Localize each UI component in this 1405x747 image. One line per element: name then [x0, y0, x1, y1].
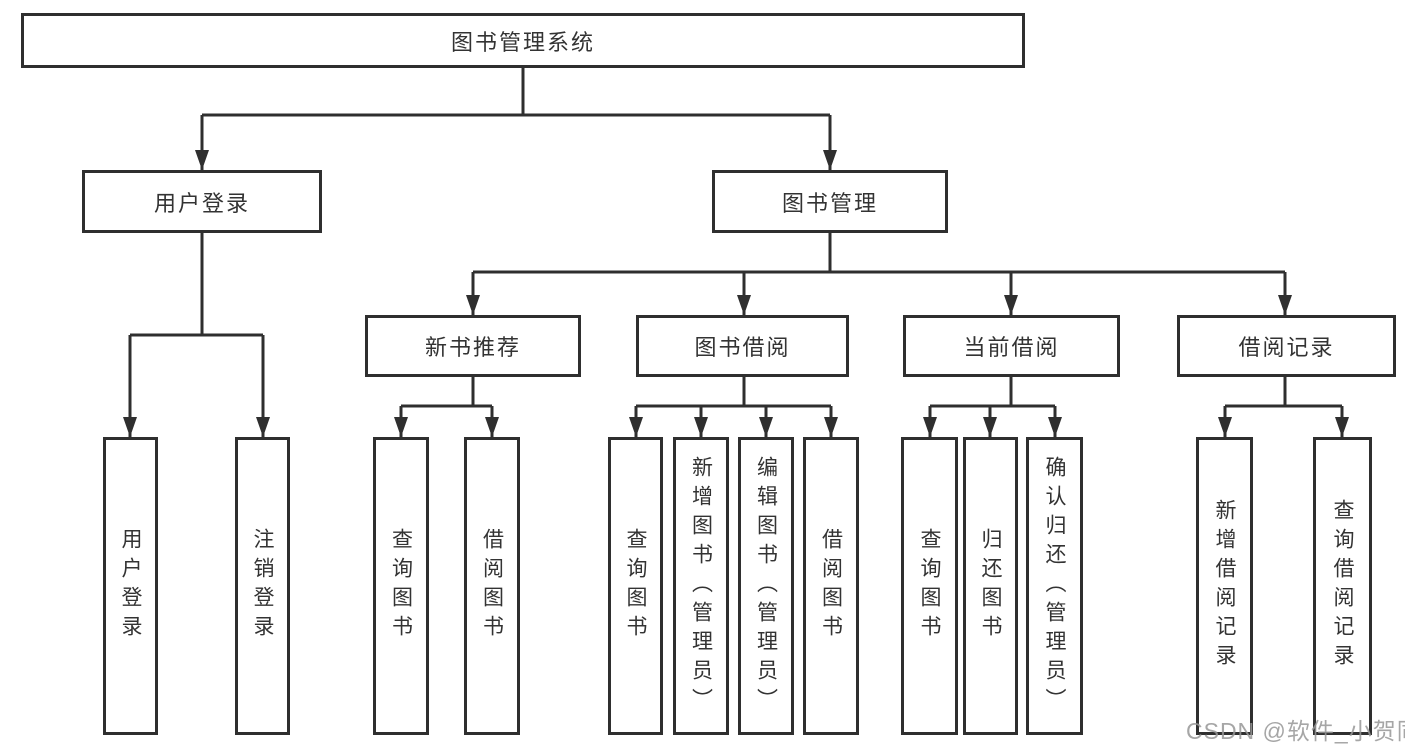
arrowhead-icon: [737, 295, 751, 315]
arrowhead-icon: [983, 417, 997, 437]
arrowhead-icon: [466, 295, 480, 315]
node-label: 查询图书: [624, 528, 647, 644]
arrowhead-icon: [123, 417, 137, 437]
node-current-borrowing: 当前借阅: [903, 315, 1120, 377]
connector-book-management-split: [471, 233, 1287, 315]
node-label: 新书推荐: [424, 335, 521, 360]
arrowhead-icon: [394, 417, 408, 437]
node-label: 借阅记录: [1238, 335, 1335, 360]
arrowhead-icon: [1048, 417, 1062, 437]
arrowhead-icon: [823, 150, 837, 170]
leaf-query-books-borrowing: 查询图书: [608, 437, 663, 735]
arrowhead-icon: [694, 417, 708, 437]
node-new-book-recommendation: 新书推荐: [365, 315, 581, 377]
node-label: 图书借阅: [694, 335, 791, 360]
node-label: 查询图书: [918, 528, 941, 644]
node-label: 图书管理: [781, 190, 878, 216]
node-label: 用户登录: [119, 528, 142, 644]
leaf-user-login: 用户登录: [103, 437, 158, 735]
node-label: 用户登录: [153, 190, 250, 216]
node-book-management: 图书管理: [712, 170, 948, 233]
arrowhead-icon: [629, 417, 643, 437]
leaf-return-books: 归还图书: [963, 437, 1018, 735]
node-label: 新增借阅记录: [1213, 499, 1236, 673]
node-label: 确认归还（管理员）: [1043, 455, 1066, 717]
node-root: 图书管理系统: [21, 13, 1025, 68]
leaf-add-books-admin: 新增图书（管理员）: [673, 437, 729, 735]
leaf-borrow-books-borrowing: 借阅图书: [803, 437, 859, 735]
arrowhead-icon: [1004, 295, 1018, 315]
node-user-login: 用户登录: [82, 170, 322, 233]
leaf-edit-books-admin: 编辑图书（管理员）: [738, 437, 794, 735]
node-label: 注销登录: [251, 528, 274, 644]
leaf-borrow-books-recommend: 借阅图书: [464, 437, 520, 735]
leaf-query-books-current: 查询图书: [901, 437, 958, 735]
arrowhead-icon: [485, 417, 499, 437]
arrowhead-icon: [824, 417, 838, 437]
connector-new-book-split: [399, 377, 494, 437]
node-label: 编辑图书（管理员）: [754, 455, 778, 717]
leaf-query-books-recommend: 查询图书: [373, 437, 429, 735]
connector-user-login-split: [128, 233, 265, 437]
leaf-add-borrow-record: 新增借阅记录: [1196, 437, 1253, 735]
connector-root-split: [200, 68, 832, 170]
arrowhead-icon: [195, 150, 209, 170]
arrowhead-icons: [123, 150, 1349, 437]
node-label: 查询借阅记录: [1331, 499, 1354, 673]
leaf-query-borrow-record: 查询借阅记录: [1313, 437, 1372, 735]
connector-stroke-group: [128, 68, 1344, 437]
node-label: 查询图书: [389, 528, 413, 644]
connector-borrowing-records-split: [1223, 377, 1344, 437]
node-label: 新增图书（管理员）: [689, 455, 713, 717]
node-borrowing-records: 借阅记录: [1177, 315, 1396, 377]
arrowhead-icon: [1278, 295, 1292, 315]
node-book-borrowing: 图书借阅: [636, 315, 849, 377]
arrowhead-icon: [1218, 417, 1232, 437]
node-label: 当前借阅: [963, 335, 1060, 360]
node-label: 图书管理系统: [450, 29, 595, 55]
connector-book-borrowing-split: [634, 377, 833, 437]
node-label: 借阅图书: [819, 528, 843, 644]
arrowhead-icon: [923, 417, 937, 437]
arrowhead-icon: [256, 417, 270, 437]
arrowhead-icon: [759, 417, 773, 437]
leaf-confirm-return-admin: 确认归还（管理员）: [1026, 437, 1083, 735]
node-label: 借阅图书: [480, 528, 504, 644]
arrowhead-icon: [1335, 417, 1349, 437]
leaf-logout: 注销登录: [235, 437, 290, 735]
node-label: 归还图书: [979, 528, 1002, 644]
